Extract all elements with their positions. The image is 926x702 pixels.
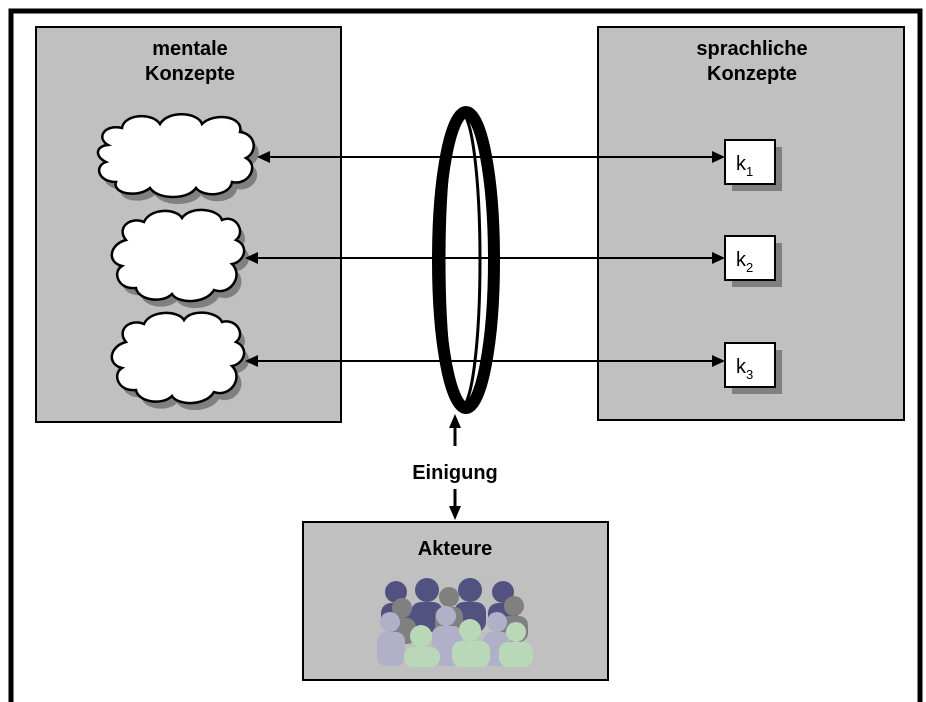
agreement-arrow-down xyxy=(449,489,461,520)
agreement-ring xyxy=(432,106,500,414)
actors-title: Akteure xyxy=(418,538,492,560)
concept-box-k1: k1 xyxy=(724,139,782,191)
linguistic-concepts-title-line1: sprachliche xyxy=(696,38,807,60)
concept-k2-label: k xyxy=(736,249,747,271)
linguistic-concepts-title-line2: Konzepte xyxy=(707,63,797,85)
concept-k1-subscript: 1 xyxy=(746,164,753,179)
svg-text:k3: k3 xyxy=(736,356,753,382)
mental-concepts-title-line2: Konzepte xyxy=(145,63,235,85)
people-group-icon xyxy=(377,578,533,667)
mapping-arrow-2 xyxy=(245,252,725,264)
svg-text:k2: k2 xyxy=(736,249,753,275)
thought-cloud-2 xyxy=(110,208,250,309)
agreement-label: Einigung xyxy=(412,462,498,484)
mental-concepts-title-line1: mentale xyxy=(152,38,228,60)
concept-k1-label: k xyxy=(736,153,747,175)
svg-text:k1: k1 xyxy=(736,153,753,179)
thought-cloud-1 xyxy=(96,112,259,204)
agreement-arrow-up xyxy=(449,414,461,446)
thought-cloud-3 xyxy=(110,311,250,411)
concept-box-k3: k3 xyxy=(724,342,782,394)
concept-box-k2: k2 xyxy=(724,235,782,287)
outer-frame xyxy=(8,8,923,702)
linguistic-concepts-panel: sprachliche Konzepte xyxy=(597,26,905,421)
concept-k3-subscript: 3 xyxy=(746,367,753,382)
concept-k2-subscript: 2 xyxy=(746,260,753,275)
concept-k3-label: k xyxy=(736,356,747,378)
